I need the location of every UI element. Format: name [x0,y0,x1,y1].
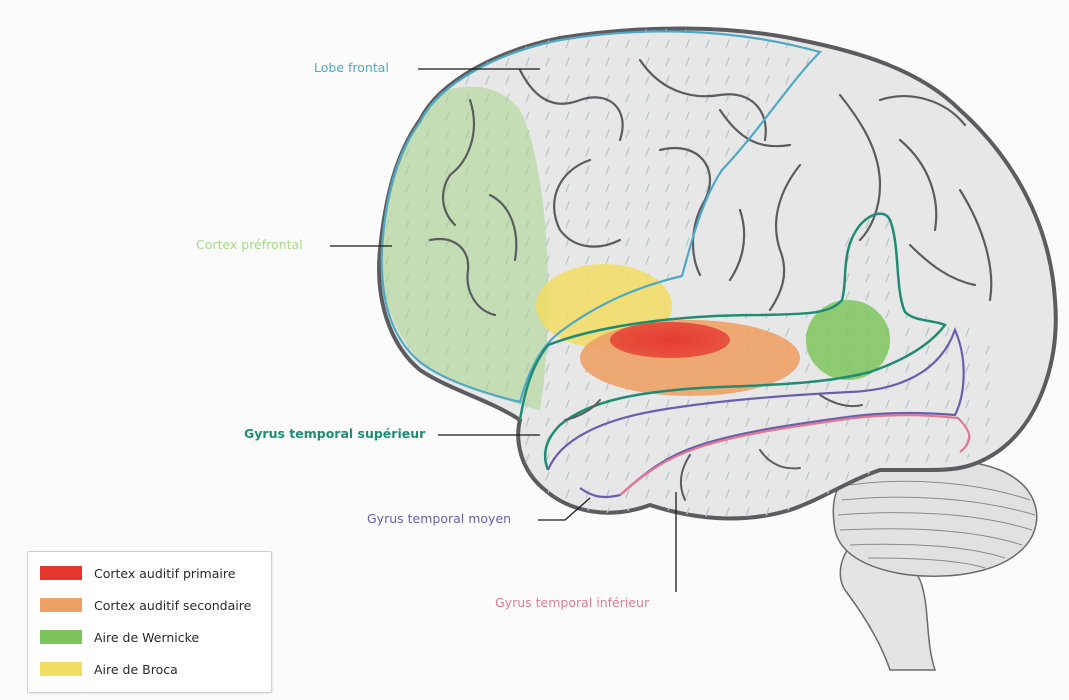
legend-label: Cortex auditif primaire [94,566,235,581]
legend-swatch-primaire [40,566,82,580]
label-gyrus-temporal-inferieur: Gyrus temporal inférieur [495,597,649,610]
label-cortex-prefrontal: Cortex préfrontal [196,239,303,252]
legend-label: Cortex auditif secondaire [94,598,251,613]
legend-swatch-broca [40,662,82,676]
prefrontal-cortex-area [382,87,548,410]
legend-label: Aire de Broca [94,662,178,677]
legend: Cortex auditif primaire Cortex auditif s… [27,551,272,693]
legend-item: Cortex auditif primaire [40,563,235,583]
label-gyrus-temporal-superieur: Gyrus temporal supérieur [244,428,425,441]
legend-item: Aire de Wernicke [40,627,199,647]
legend-swatch-wernicke [40,630,82,644]
legend-swatch-secondaire [40,598,82,612]
legend-item: Aire de Broca [40,659,178,679]
legend-item: Cortex auditif secondaire [40,595,251,615]
label-gyrus-temporal-moyen: Gyrus temporal moyen [367,513,511,526]
legend-label: Aire de Wernicke [94,630,199,645]
primary-auditory-cortex-area [610,322,730,358]
label-lobe-frontal: Lobe frontal [314,62,389,75]
